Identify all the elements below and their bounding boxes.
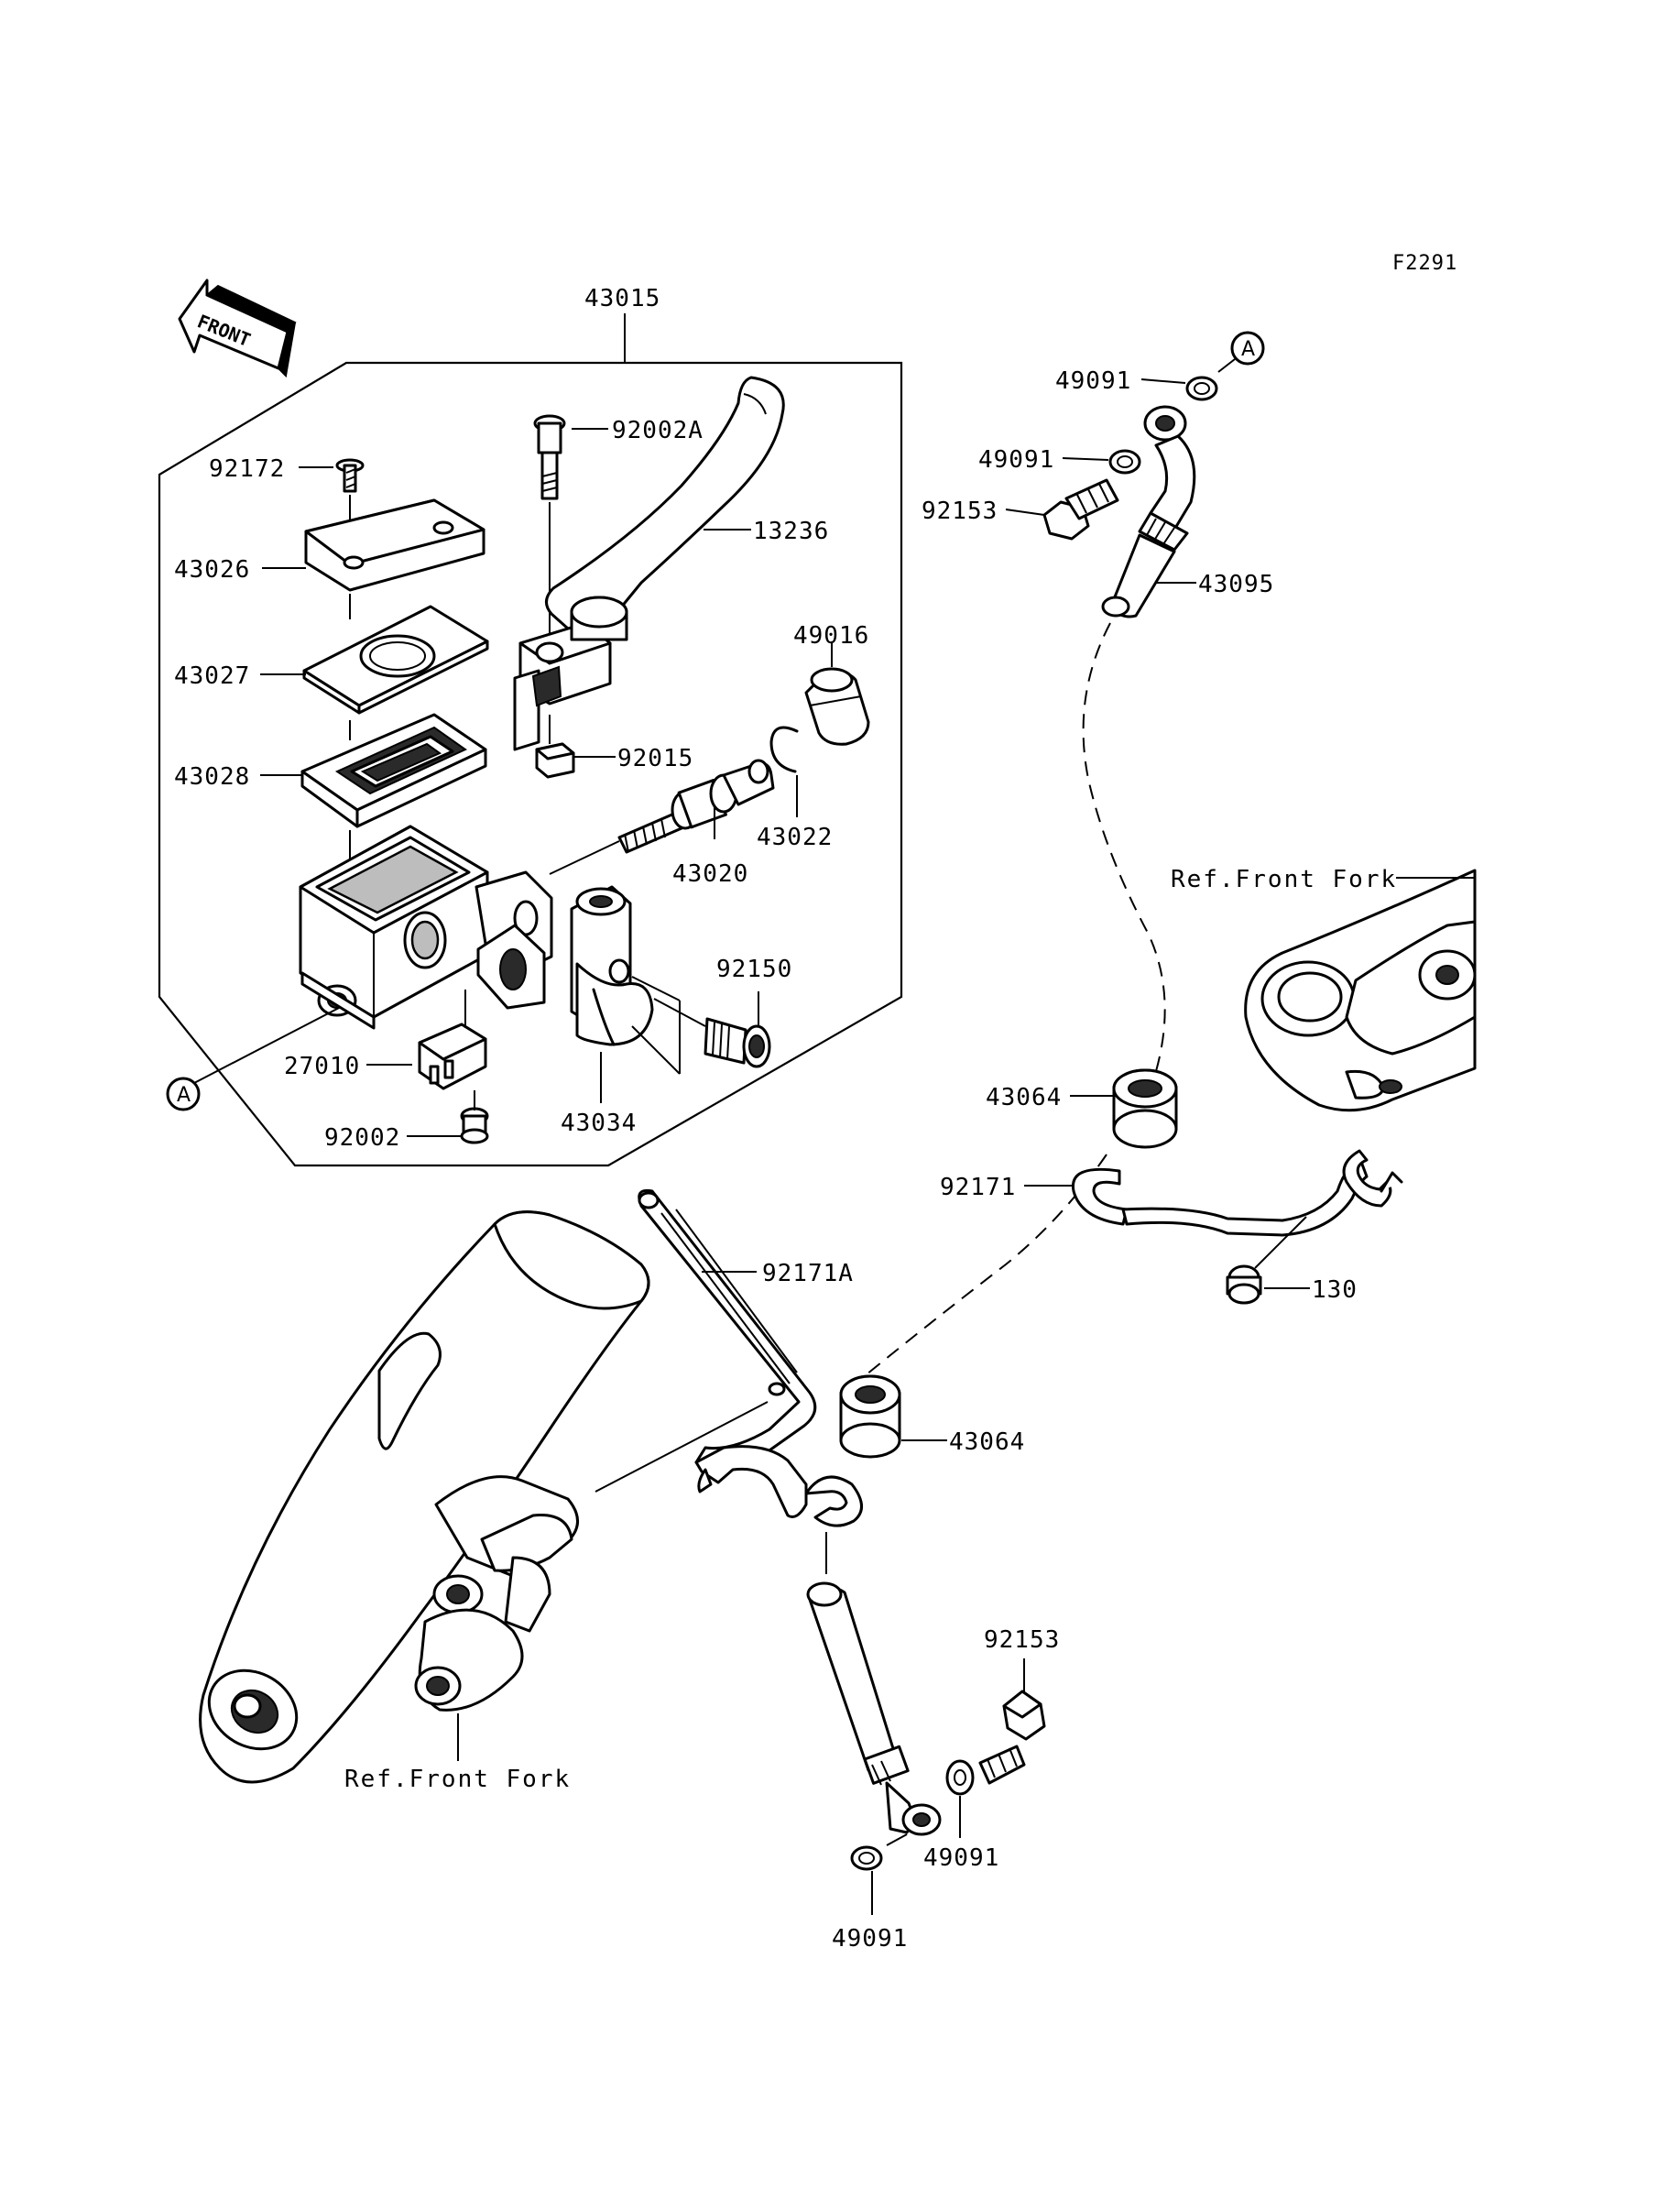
leader-marker-a-left [193, 1007, 340, 1084]
washer-49091-lower-right [945, 1759, 975, 1796]
washer-49091-lower-left [850, 1845, 883, 1871]
label-27010: 27010 [284, 1053, 360, 1080]
leader-marker-a-right [1217, 358, 1236, 373]
dust-boot-49016 [804, 667, 870, 746]
leader-49091-a [1140, 378, 1186, 384]
grommet-43064-lower [839, 1374, 901, 1459]
leader-washer-to-bolt [886, 1833, 908, 1846]
brake-hose-43095-lower [806, 1532, 942, 1836]
label-92150: 92150 [716, 956, 792, 983]
label-43020: 43020 [672, 860, 748, 888]
front-fork-top-ref [1244, 869, 1477, 1112]
assembly-frame-43015 [158, 361, 903, 1167]
circlip-43022 [769, 726, 799, 773]
bracket-92171a [638, 1188, 863, 1527]
banjo-bolt-92153-lower [978, 1690, 1046, 1785]
label-92171: 92171 [940, 1174, 1016, 1201]
piston-kit-43020 [549, 759, 775, 875]
front-arrow-icon: FRONT [178, 279, 297, 378]
washer-49091-lower-left-hole [858, 1852, 875, 1865]
label-43064-b: 43064 [949, 1428, 1025, 1456]
ref-front-fork-right: Ref.Front Fork [1171, 866, 1397, 893]
label-49091-c: 49091 [923, 1844, 999, 1872]
label-92172: 92172 [209, 455, 285, 483]
leader-49091-b [1062, 457, 1109, 461]
washer-49091-second-hole [1117, 455, 1133, 468]
label-92015: 92015 [617, 745, 693, 772]
nut-92015 [535, 715, 575, 779]
reservoir-cap-43026 [304, 498, 485, 592]
washer-49091-top [1185, 376, 1218, 401]
diaphragm-43028 [300, 713, 487, 828]
hose-route-upper [1082, 622, 1166, 1078]
washer-49091-second [1108, 449, 1141, 475]
washer-49091-top-hole [1194, 382, 1210, 395]
label-43095: 43095 [1198, 571, 1274, 598]
marker-a-right: A [1230, 331, 1265, 366]
label-43022: 43022 [757, 824, 833, 851]
screw-92172 [335, 458, 365, 493]
brake-lever-13236 [513, 376, 785, 751]
bolt-130 [1226, 1216, 1307, 1305]
label-92153-b: 92153 [984, 1626, 1060, 1654]
front-fork-lower-ref [199, 1210, 650, 1784]
label-49091-b: 49091 [978, 446, 1054, 474]
banjo-fitting-top [1143, 405, 1196, 531]
label-43028: 43028 [174, 763, 250, 791]
label-92171a: 92171A [762, 1260, 854, 1287]
marker-a-left: A [166, 1077, 201, 1111]
ref-front-fork-left: Ref.Front Fork [344, 1766, 571, 1793]
diagram-code: F2291 [1392, 252, 1457, 275]
label-92002: 92002 [324, 1124, 400, 1152]
label-43034: 43034 [561, 1110, 637, 1137]
label-43064-a: 43064 [986, 1084, 1062, 1111]
label-92002a: 92002A [612, 417, 704, 444]
banjo-bolt-92153-top [1042, 478, 1119, 541]
bolt-92150 [653, 998, 771, 1068]
master-cylinder-body [299, 825, 553, 1030]
label-92153-a: 92153 [922, 498, 998, 525]
brake-switch-27010 [418, 990, 487, 1090]
label-130: 130 [1312, 1276, 1358, 1304]
washer-49091-lower-right-hole [954, 1769, 966, 1786]
brake-hose-43095-upper [1101, 511, 1189, 618]
label-13236: 13236 [753, 518, 829, 545]
leader-fork-to-bracket [595, 1401, 769, 1493]
svg-text:A: A [177, 1084, 191, 1107]
label-49091-a: 49091 [1055, 367, 1131, 395]
screw-92002 [460, 1090, 489, 1144]
svg-text:A: A [1241, 338, 1255, 361]
label-49016: 49016 [793, 622, 869, 650]
label-49091-d: 49091 [832, 1925, 908, 1953]
pivot-bolt-92002a [533, 414, 566, 651]
clamp-43034 [570, 885, 681, 1075]
diaphragm-plate-43027 [302, 605, 489, 715]
label-43015: 43015 [584, 285, 660, 312]
leader-92153-a [1005, 509, 1045, 516]
label-43026: 43026 [174, 556, 250, 584]
hose-clamp-92171 [1071, 1149, 1403, 1237]
grommet-43064-top [1112, 1068, 1178, 1149]
label-43027: 43027 [174, 662, 250, 690]
